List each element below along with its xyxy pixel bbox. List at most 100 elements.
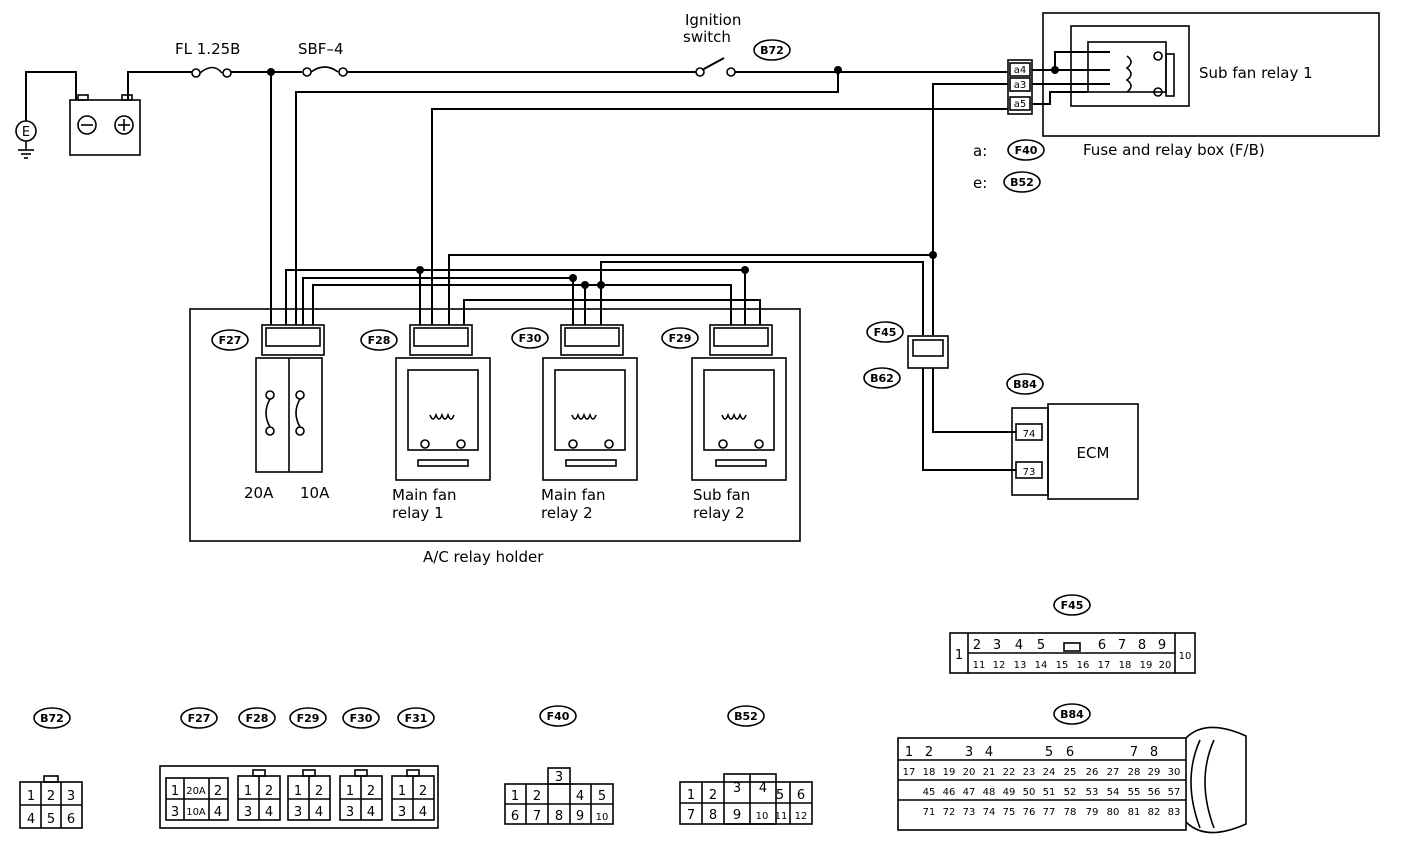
svg-text:relay 2: relay 2 [693,504,745,522]
svg-text:8: 8 [709,808,717,823]
sub-fan-relay-1-label: Sub fan relay 1 [1199,64,1313,82]
svg-text:4: 4 [985,745,993,760]
svg-text:e:: e: [973,174,987,192]
svg-text:46: 46 [943,787,956,798]
fuse-relay-box-label: Fuse and relay box (F/B) [1083,141,1265,159]
b84-row1: 1 2 3 4 5 6 7 8 [905,745,1158,760]
fuse-10a-label: 10A [300,484,330,502]
svg-text:B72: B72 [40,712,64,725]
connector-tag-f27: F27 [219,334,242,347]
main-fan-relay-1-body [395,357,491,481]
svg-text:relay 1: relay 1 [392,504,444,522]
svg-text:83: 83 [1168,807,1181,818]
svg-text:24: 24 [1043,767,1056,778]
svg-text:7: 7 [533,809,541,824]
svg-text:52: 52 [1064,787,1077,798]
fuse-fl-125b: FL 1.25B [168,40,302,78]
svg-text:relay 2: relay 2 [541,504,593,522]
svg-text:5: 5 [598,789,606,804]
svg-text:7: 7 [1130,745,1138,760]
relay-face-f28: 1 2 3 4 [237,769,281,821]
svg-text:17: 17 [1098,660,1111,671]
connector-face-f45: F45 1 10 2 3 4 5 6 7 8 9 11 12 13 14 15 … [949,594,1196,674]
svg-text:11: 11 [973,660,986,671]
fuse-sbf-4: SBF–4 [298,40,360,77]
svg-text:20: 20 [963,767,976,778]
connector-tag-f28: F28 [368,334,391,347]
svg-text:2: 2 [533,789,541,804]
svg-text:2: 2 [47,789,55,804]
svg-text:F29: F29 [297,712,320,725]
svg-text:4: 4 [27,812,35,827]
svg-text:20A: 20A [186,786,206,797]
svg-text:74: 74 [1023,429,1036,440]
connector-face-b72: B72 1 2 3 4 5 6 [19,707,83,829]
svg-text:80: 80 [1107,807,1120,818]
svg-text:19: 19 [943,767,956,778]
svg-text:19: 19 [1140,660,1153,671]
svg-text:3: 3 [67,789,75,804]
svg-text:2: 2 [419,784,427,799]
svg-text:53: 53 [1086,787,1099,798]
svg-text:55: 55 [1128,787,1141,798]
svg-text:2: 2 [709,788,717,803]
svg-text:57: 57 [1168,787,1181,798]
connector-tag-f30: F30 [519,332,542,345]
svg-text:7: 7 [1118,638,1126,653]
svg-text:30: 30 [1168,767,1181,778]
fuse-20a-label: 20A [244,484,274,502]
ignition-label-1: Ignition [685,11,741,29]
svg-text:B72: B72 [760,44,784,57]
ac-relay-holder: A/C relay holder F27 20A 10A F28 Main fa… [189,308,801,566]
svg-text:Main fan: Main fan [392,486,457,504]
svg-text:20: 20 [1159,660,1172,671]
svg-text:1: 1 [398,784,406,799]
svg-text:F30: F30 [350,712,373,725]
relay-face-f31: 1 2 3 4 [391,769,435,821]
connector-tag-f29: F29 [669,332,692,345]
svg-text:1: 1 [955,648,963,663]
svg-text:1: 1 [905,745,913,760]
svg-text:17: 17 [903,767,916,778]
svg-text:79: 79 [1086,807,1099,818]
svg-text:9: 9 [576,809,584,824]
connector-tag-f45-mid: F45 [874,326,897,339]
ignition-switch: Ignition switch B72 [683,11,791,77]
svg-text:12: 12 [993,660,1006,671]
svg-text:27: 27 [1107,767,1120,778]
svg-text:54: 54 [1107,787,1120,798]
ignition-label-2: switch [683,28,731,46]
svg-text:81: 81 [1128,807,1141,818]
svg-text:a4: a4 [1014,65,1027,76]
connector-tag-b52-top: B52 [1010,176,1034,189]
svg-text:25: 25 [1064,767,1077,778]
svg-text:8: 8 [1138,638,1146,653]
svg-text:75: 75 [1003,807,1016,818]
svg-text:3: 3 [555,770,563,785]
svg-text:48: 48 [983,787,996,798]
svg-text:6: 6 [1098,638,1106,653]
svg-text:6: 6 [797,788,805,803]
svg-text:23: 23 [1023,767,1036,778]
svg-text:1: 1 [687,788,695,803]
svg-text:72: 72 [943,807,956,818]
svg-text:11: 11 [775,811,788,822]
svg-text:4: 4 [1015,638,1023,653]
svg-text:4: 4 [576,789,584,804]
svg-text:28: 28 [1128,767,1141,778]
svg-text:73: 73 [1023,467,1036,478]
connector-face-b84: B84 1 2 3 4 5 6 7 8 17 18 19 20 21 22 23… [897,703,1247,834]
svg-text:3: 3 [733,781,741,796]
svg-text:F28: F28 [246,712,269,725]
svg-text:6: 6 [1066,745,1074,760]
svg-text:45: 45 [923,787,936,798]
svg-text:1: 1 [511,789,519,804]
svg-text:8: 8 [555,809,563,824]
svg-text:9: 9 [1158,638,1166,653]
svg-text:5: 5 [1045,745,1053,760]
svg-text:73: 73 [963,807,976,818]
svg-text:3: 3 [171,805,179,820]
svg-text:3: 3 [965,745,973,760]
b84-row2: 17 18 19 20 21 22 23 24 25 26 27 28 29 3… [903,767,1181,778]
svg-text:7: 7 [687,808,695,823]
